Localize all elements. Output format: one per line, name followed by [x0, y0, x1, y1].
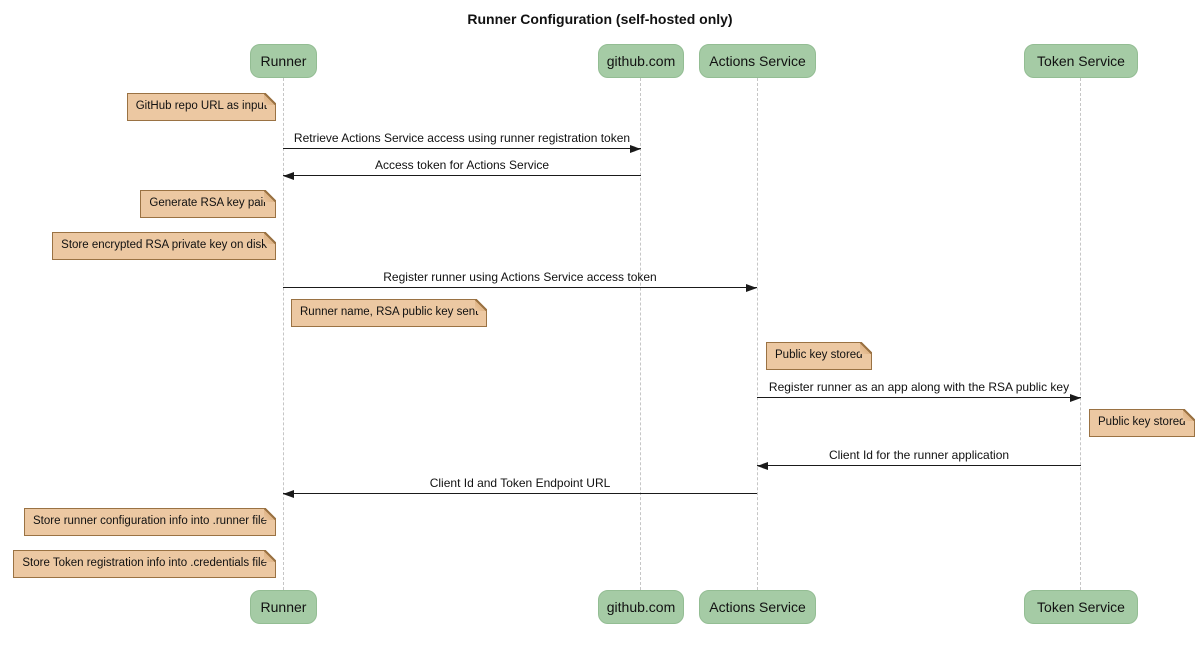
note-store-private-key: Store encrypted RSA private key on disk: [52, 232, 276, 260]
lifeline-runner: [283, 78, 284, 590]
participant-actions-service-top: Actions Service: [699, 44, 816, 78]
participant-github-top: github.com: [598, 44, 684, 78]
note-public-key-stored-actions: Public key stored: [766, 342, 872, 370]
note-github-repo-url: GitHub repo URL as input: [126, 93, 277, 121]
message-line: [757, 397, 1081, 398]
participant-label: Token Service: [1037, 599, 1125, 615]
arrowhead-left-icon: [757, 462, 768, 470]
participant-label: Actions Service: [709, 53, 806, 69]
message-label: Client Id for the runner application: [828, 448, 1010, 462]
lifeline-token-service: [1080, 78, 1081, 590]
participant-runner-bottom: Runner: [250, 590, 317, 624]
lifeline-github: [640, 78, 641, 590]
note-text: GitHub repo URL as input: [135, 100, 267, 112]
message-label: Register runner as an app along with the…: [768, 380, 1070, 394]
lifeline-actions-service: [757, 78, 758, 590]
participant-label: Actions Service: [709, 599, 806, 615]
participant-label: Runner: [260, 599, 307, 615]
participant-actions-service-bottom: Actions Service: [699, 590, 816, 624]
message-line: [283, 175, 641, 176]
participant-label: github.com: [606, 599, 676, 615]
note-text: Store Token registration info into .cred…: [22, 557, 267, 569]
participant-label: github.com: [606, 53, 676, 69]
message-line: [283, 287, 757, 288]
participant-label: Runner: [260, 53, 307, 69]
arrowhead-left-icon: [283, 172, 294, 180]
message-line: [757, 465, 1081, 466]
message-label: Client Id and Token Endpoint URL: [429, 476, 611, 490]
arrowhead-left-icon: [283, 490, 294, 498]
note-text: Store runner configuration info into .ru…: [33, 515, 267, 527]
note-text: Public key stored: [1098, 416, 1186, 428]
message-label: Retrieve Actions Service access using ru…: [293, 131, 631, 145]
message-label: Register runner using Actions Service ac…: [383, 270, 657, 284]
participant-label: Token Service: [1037, 53, 1125, 69]
note-text: Generate RSA key pair: [149, 197, 267, 209]
message-label: Access token for Actions Service: [374, 158, 550, 172]
note-store-credentials-file: Store Token registration info into .cred…: [13, 550, 276, 578]
arrowhead-right-icon: [746, 284, 757, 292]
diagram-title: Runner Configuration (self-hosted only): [467, 11, 733, 27]
note-public-key-stored-token: Public key stored: [1089, 409, 1195, 437]
note-text: Public key stored: [775, 349, 863, 361]
arrowhead-right-icon: [630, 145, 641, 153]
note-runner-name-sent: Runner name, RSA public key sent: [291, 299, 488, 327]
participant-runner-top: Runner: [250, 44, 317, 78]
participant-token-service-top: Token Service: [1024, 44, 1138, 78]
note-text: Store encrypted RSA private key on disk: [61, 239, 267, 251]
arrowhead-right-icon: [1070, 394, 1081, 402]
message-line: [283, 493, 757, 494]
note-store-runner-file: Store runner configuration info into .ru…: [24, 508, 276, 536]
message-line: [283, 148, 641, 149]
participant-github-bottom: github.com: [598, 590, 684, 624]
note-generate-rsa: Generate RSA key pair: [140, 190, 276, 218]
participant-token-service-bottom: Token Service: [1024, 590, 1138, 624]
note-text: Runner name, RSA public key sent: [300, 306, 479, 318]
